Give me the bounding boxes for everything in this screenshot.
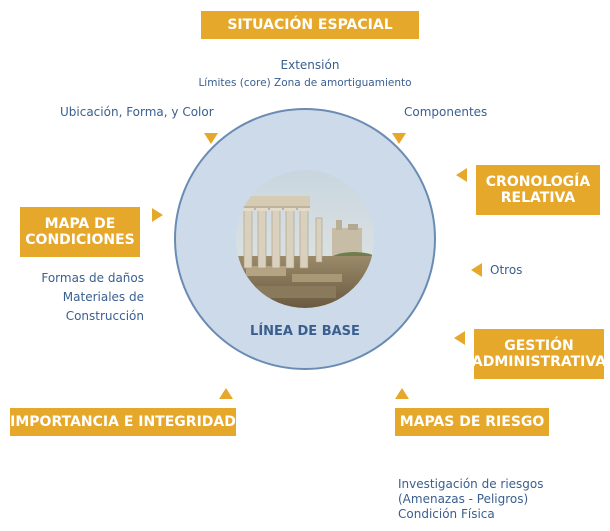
mapas-riesgo-title: MAPAS DE RIESGO bbox=[399, 414, 545, 430]
mapa-condiciones-arrow-icon bbox=[152, 208, 163, 222]
cronologia-arrow-icon bbox=[456, 168, 467, 182]
mapa-condiciones-title-line1: MAPA DE bbox=[44, 216, 116, 232]
gestion-arrow-icon bbox=[454, 331, 465, 345]
ubicacion-text: Ubicación, Forma, y Color bbox=[60, 105, 214, 119]
importancia-arrow-icon bbox=[219, 388, 233, 399]
situacion-espacial-box: SITUACIÓN ESPACIAL bbox=[201, 11, 419, 39]
mapa-condiciones-title-line2: CONDICIONES bbox=[25, 232, 135, 248]
gestion-title-line2: ADMINISTRATIVA bbox=[471, 354, 607, 370]
mapa-condiciones-line2: Materiales de bbox=[62, 290, 144, 304]
mapas-riesgo-arrow-icon bbox=[395, 388, 409, 399]
mapa-condiciones-line3: Construcción bbox=[65, 309, 144, 323]
cronologia-box: CRONOLOGÍA RELATIVA bbox=[476, 165, 600, 215]
ubicacion-arrow-icon bbox=[204, 133, 218, 144]
mapas-riesgo-line1: Investigación de riesgos bbox=[398, 477, 544, 491]
gestion-box: GESTIÓN ADMINISTRATIVA bbox=[471, 329, 607, 379]
componentes-arrow-icon bbox=[392, 133, 406, 144]
situacion-espacial-title: SITUACIÓN ESPACIAL bbox=[227, 17, 393, 33]
importancia-title: IMPORTANCIA E INTEGRIDAD bbox=[10, 414, 236, 430]
mapas-riesgo-line2: (Amenazas - Peligros) bbox=[398, 492, 529, 506]
cronologia-title-line1: CRONOLOGÍA bbox=[485, 174, 591, 190]
roman-forum-photo bbox=[236, 170, 374, 308]
baseline-label: LÍNEA DE BASE bbox=[250, 324, 360, 339]
componentes-text: Componentes bbox=[404, 105, 488, 119]
otros-arrow-icon bbox=[471, 263, 482, 277]
otros-text: Otros bbox=[490, 263, 523, 277]
gestion-title-line1: GESTIÓN bbox=[504, 338, 574, 354]
cronologia-title-line2: RELATIVA bbox=[500, 190, 576, 206]
importancia-box: IMPORTANCIA E INTEGRIDAD bbox=[10, 408, 236, 436]
limites-text: Límites (core) Zona de amortiguamiento bbox=[198, 77, 412, 89]
mapas-riesgo-box: MAPAS DE RIESGO bbox=[395, 408, 549, 436]
mapa-condiciones-box: MAPA DE CONDICIONES bbox=[20, 207, 140, 257]
mapas-riesgo-line3: Condición Física bbox=[398, 507, 495, 521]
mapa-condiciones-line1: Formas de daños bbox=[41, 271, 144, 285]
extension-text: Extensión bbox=[280, 58, 340, 72]
